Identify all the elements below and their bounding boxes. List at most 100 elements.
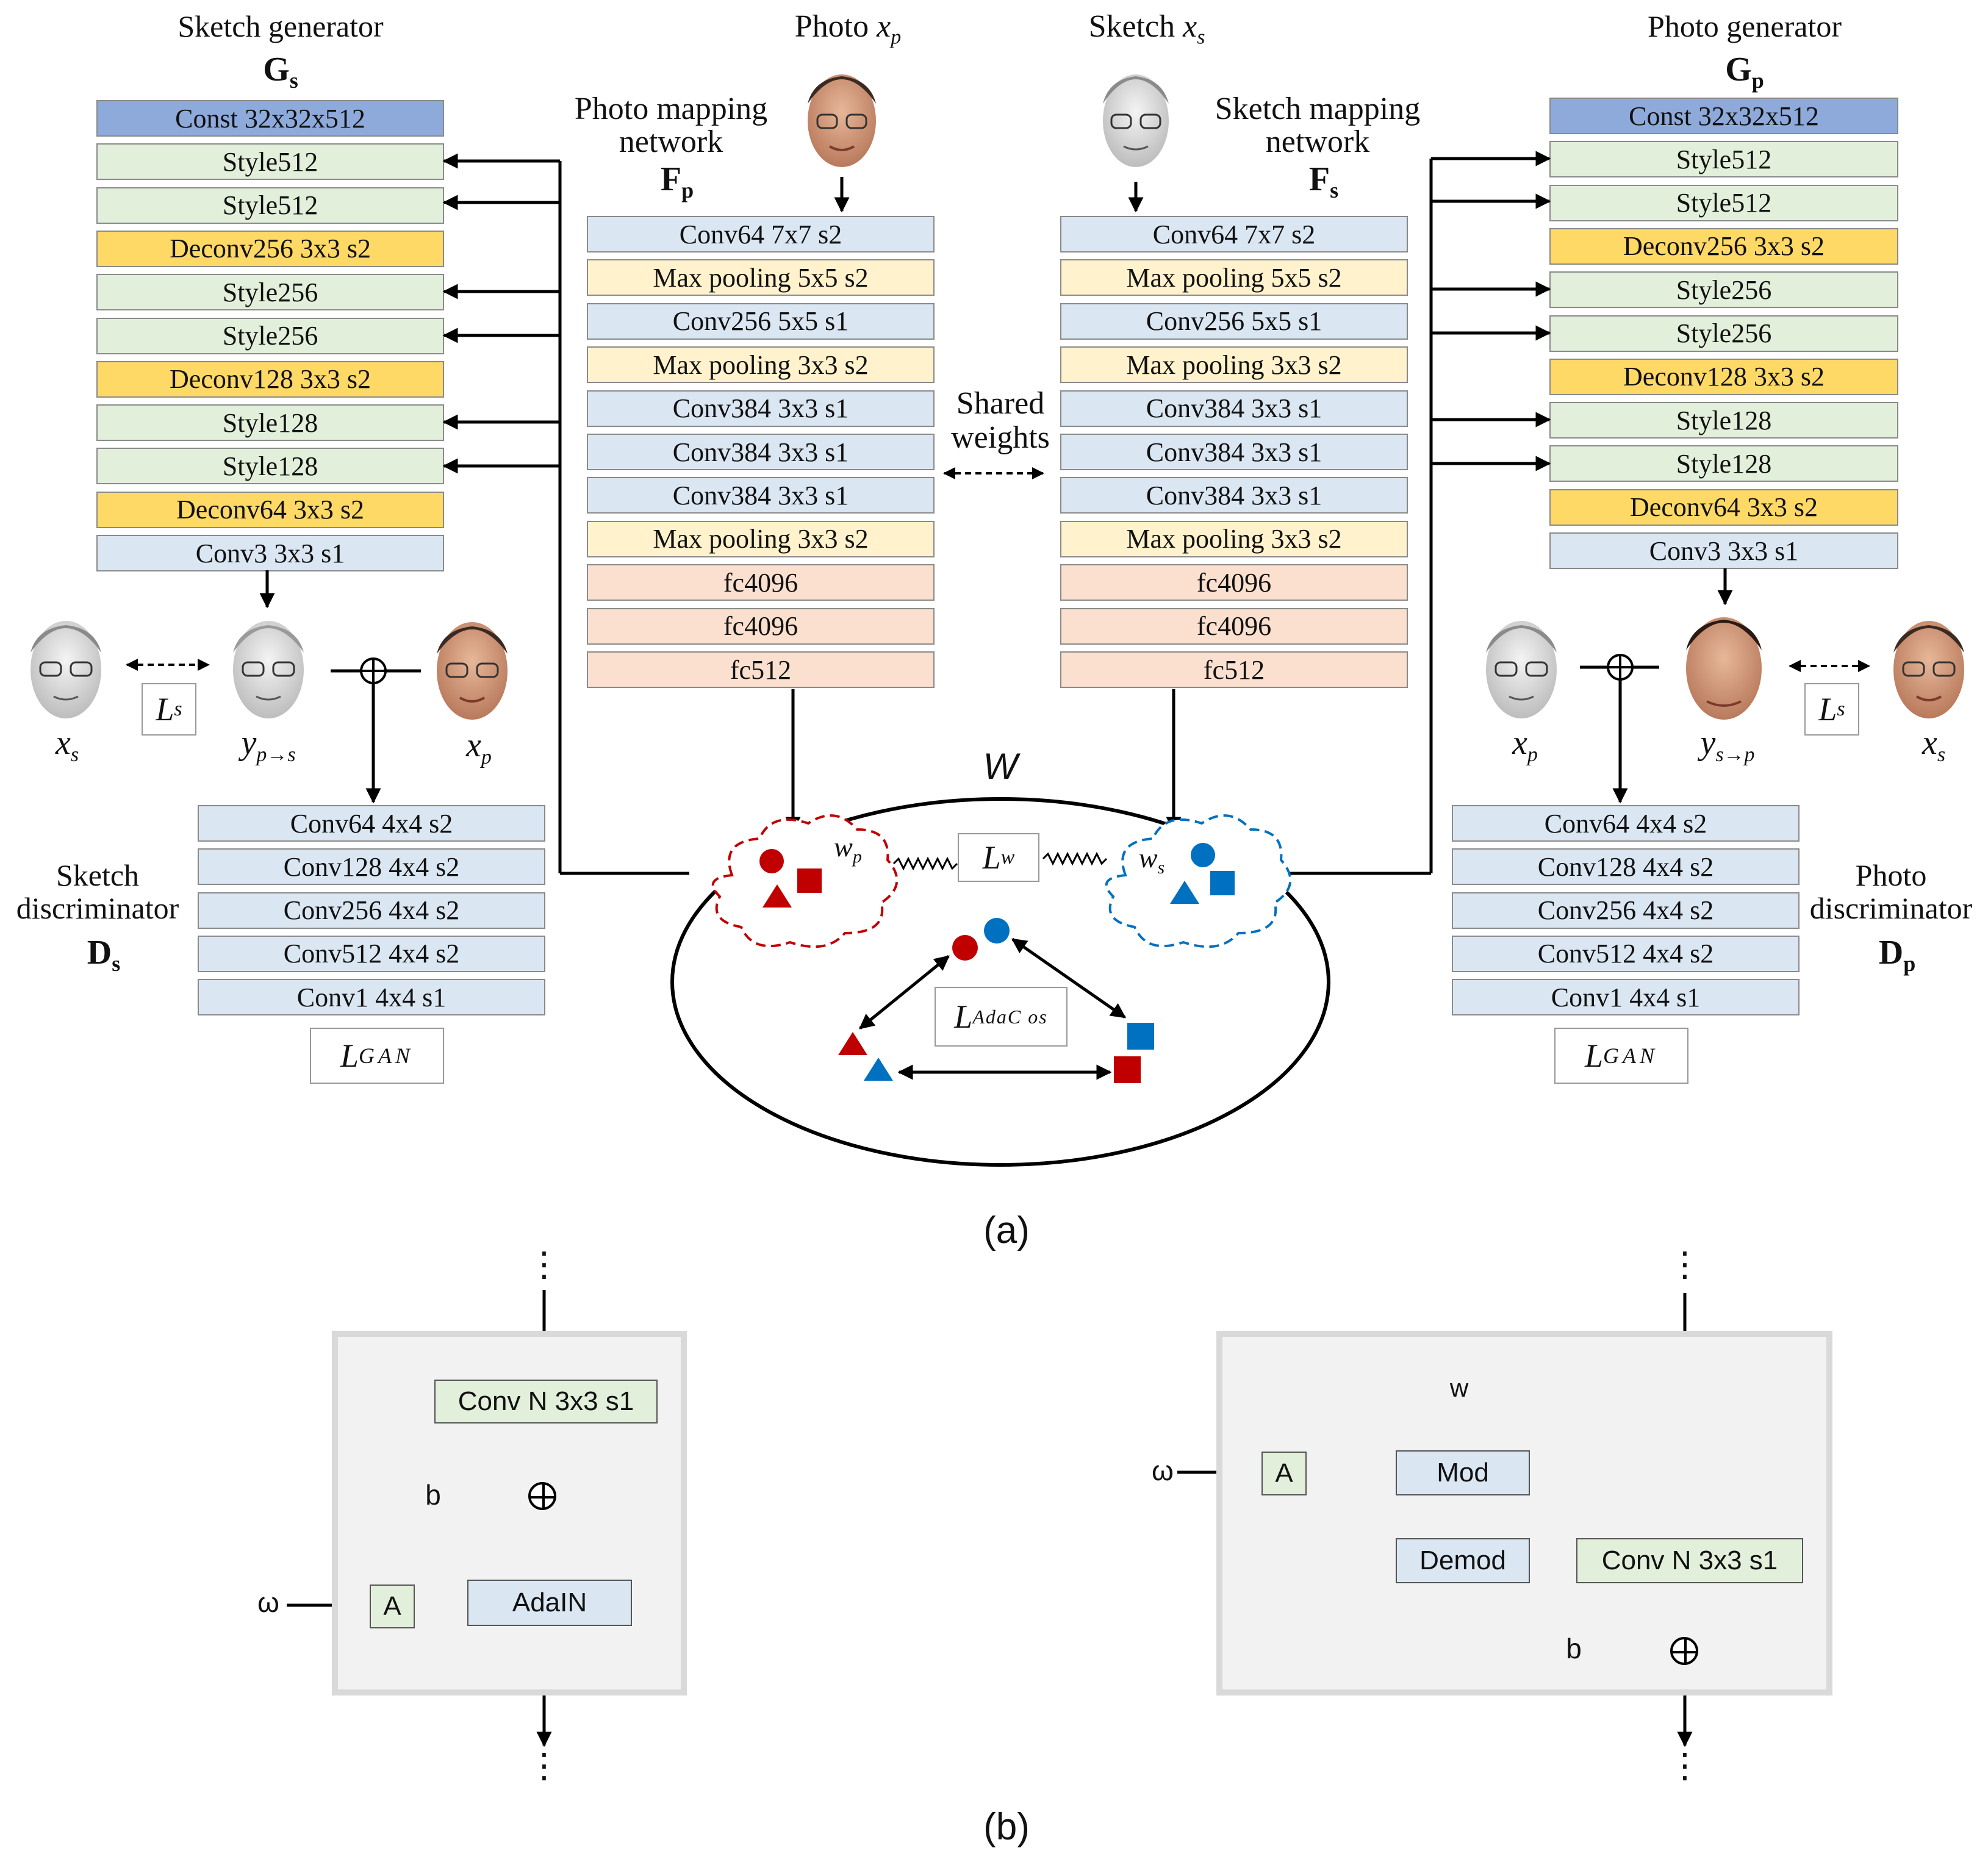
right-xs-label: xs [1922, 724, 1946, 767]
sketch-input-label: Sketch xs [1088, 9, 1205, 49]
layer-block: Max pooling 5x5 s2 [587, 259, 935, 296]
sketch-circle-icon [1191, 843, 1215, 867]
layer-block: Conv3 3x3 s1 [96, 535, 444, 571]
layer-block: Style128 [96, 404, 444, 442]
layer-block: Conv64 7x7 s2 [587, 216, 935, 252]
layer-block: Conv512 4x4 s2 [1452, 935, 1800, 972]
layer-block: Style256 [96, 274, 444, 311]
ws-label: ws [1138, 842, 1165, 878]
layer-block: Style512 [96, 143, 444, 181]
left-generated-sketch-face [233, 621, 304, 718]
sketch-discriminator-symbol: Ds [87, 934, 121, 976]
wp-label: wp [834, 831, 862, 867]
adain-bottom-dots: ⋮ [527, 1746, 561, 1785]
mod-b-label: b [1566, 1633, 1582, 1664]
layer-block: fc4096 [1060, 564, 1408, 601]
mod-w-label: w [1449, 1373, 1469, 1402]
layer-block: Conv1 4x4 s1 [1452, 979, 1800, 1016]
layer-block: fc512 [1060, 651, 1408, 688]
layer-block: Const 32x32x512 [1549, 98, 1898, 134]
photo-input-face [808, 74, 876, 167]
layer-block: Style512 [1549, 184, 1898, 221]
sketch-generator-title: Sketch generator [178, 9, 384, 43]
layer-block: Const 32x32x512 [96, 100, 444, 137]
adacos-photo-triangle [838, 1032, 867, 1055]
sketch-generator-symbol: Gs [263, 51, 298, 93]
layer-block: Conv384 3x3 s1 [1060, 434, 1408, 470]
lw-spring-right [1042, 851, 1108, 866]
mod-conv-box: Conv N 3x3 s1 [1576, 1538, 1803, 1583]
layer-block: fc4096 [1060, 607, 1408, 645]
layer-block: Conv384 3x3 s1 [1060, 390, 1408, 427]
layer-block: fc512 [587, 651, 935, 688]
sketch-latent-cloud [1105, 814, 1292, 948]
layer-block: Max pooling 5x5 s2 [1060, 259, 1408, 296]
left-style-feed [442, 153, 689, 875]
layer-block: Conv64 4x4 s2 [198, 805, 545, 842]
mod-box: Mod [1396, 1450, 1530, 1495]
layer-block: Style256 [1549, 315, 1898, 352]
right-xs-face [1893, 621, 1964, 718]
layer-block: Style256 [1549, 271, 1898, 309]
adacos-sketch-triangle [864, 1058, 893, 1081]
sketch-mapping-symbol: Fs [1308, 160, 1339, 203]
adain-top-dots: ⋮ [527, 1245, 561, 1283]
left-xp-label: xp [466, 726, 492, 769]
adacos-sketch-circle [984, 918, 1010, 944]
layer-block: Deconv256 3x3 s2 [1549, 227, 1898, 265]
adain-add-icon [528, 1482, 556, 1510]
photo-square-icon [797, 868, 822, 893]
layer-block: Conv128 4x4 s2 [1452, 848, 1800, 886]
adain-b-label: b [425, 1479, 441, 1511]
photo-circle-icon [759, 849, 784, 873]
adacos-sketch-square [1127, 1023, 1154, 1050]
layer-block: Conv256 4x4 s2 [198, 892, 545, 929]
right-xp-label: xp [1512, 724, 1538, 767]
caption-b: (b) [983, 1806, 1030, 1848]
layer-block: fc4096 [587, 607, 935, 645]
layer-block: Deconv64 3x3 s2 [1549, 489, 1898, 526]
layer-block: Deconv128 3x3 s2 [96, 360, 444, 398]
left-xs-face [31, 621, 101, 718]
adain-omega-label: ω [257, 1586, 279, 1618]
left-xs-label: xs [55, 724, 79, 767]
demod-box: Demod [1396, 1538, 1530, 1583]
layer-block: Max pooling 3x3 s2 [1060, 346, 1408, 384]
layer-block: Conv384 3x3 s1 [1060, 477, 1408, 514]
adain-conv-box: Conv N 3x3 s1 [434, 1380, 658, 1423]
layer-block: Max pooling 3x3 s2 [587, 520, 935, 557]
layer-block: Conv3 3x3 s1 [1549, 532, 1898, 569]
photo-input-label: Photo xp [794, 9, 902, 49]
layer-block: Style128 [1549, 402, 1898, 439]
layer-block: Deconv128 3x3 s2 [1549, 358, 1898, 395]
mod-bottom-dots: ⋮ [1668, 1746, 1702, 1785]
caption-a: (a) [983, 1209, 1030, 1251]
layer-block: Conv384 3x3 s1 [587, 390, 935, 427]
adacos-photo-circle [952, 935, 978, 961]
right-generated-photo-face [1686, 617, 1762, 720]
layer-block: fc4096 [587, 564, 935, 601]
right-xp-face [1486, 621, 1557, 718]
photo-mapping-symbol: Fp [660, 160, 694, 203]
mod-a-box: A [1261, 1452, 1307, 1495]
photo-discriminator-symbol: Dp [1878, 934, 1916, 976]
photo-generator-symbol: Gp [1725, 51, 1764, 93]
sketch-square-icon [1210, 871, 1235, 895]
layer-block: Conv256 4x4 s2 [1452, 892, 1800, 929]
latent-space-label: W [983, 746, 1018, 787]
layer-block: Max pooling 3x3 s2 [587, 346, 935, 384]
layer-block: Deconv64 3x3 s2 [96, 491, 444, 528]
photo-triangle-icon [763, 884, 792, 908]
mod-add-icon [1670, 1637, 1698, 1665]
photo-generator-title: Photo generator [1648, 9, 1842, 43]
adacos-arrow-left [859, 955, 950, 1029]
right-style-feed [1274, 151, 1551, 875]
